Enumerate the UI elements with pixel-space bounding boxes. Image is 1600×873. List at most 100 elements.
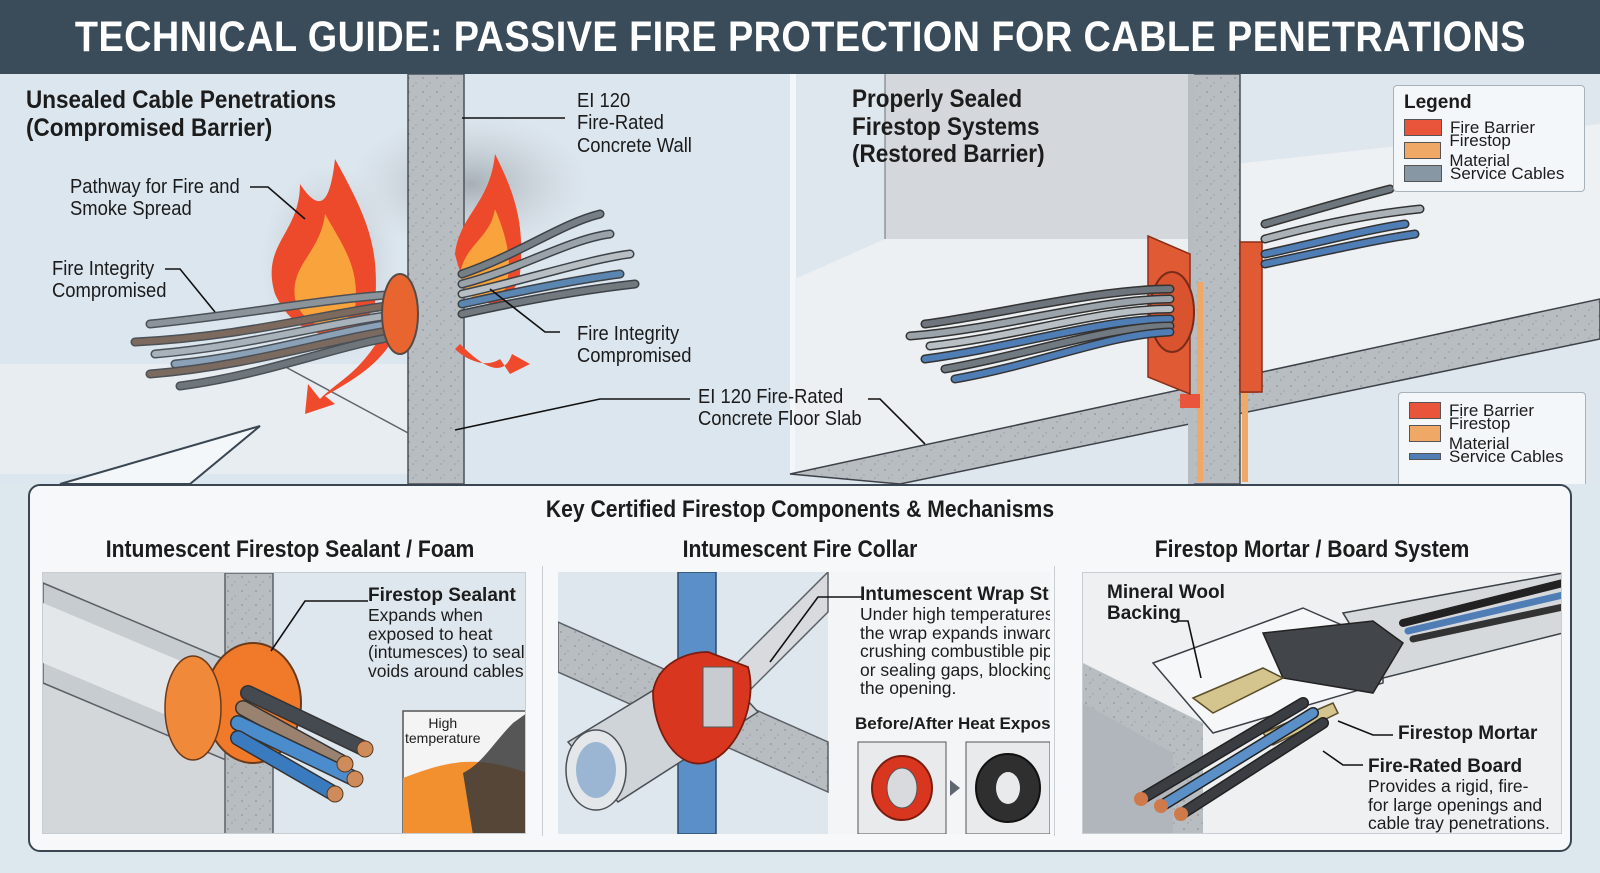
board-body-line: Provides a rigid, fire- — [1368, 776, 1529, 797]
tray-cables — [1399, 579, 1561, 643]
legend-title: Legend — [1404, 92, 1472, 113]
mortar-leaders — [1178, 620, 1393, 766]
inset-label-line2: temperature — [405, 729, 481, 746]
mortar-title: Firestop Mortar / Board System — [1154, 536, 1470, 563]
callout-integrity-right-line1: Fire Integrity — [577, 323, 680, 345]
collar-diagram — [558, 572, 1050, 834]
sealant-cables — [230, 685, 374, 803]
column-divider — [1054, 566, 1055, 836]
mineral-wool — [1191, 667, 1285, 714]
callout-pathway: Pathway for Fire and Smoke Spread — [70, 176, 240, 221]
fire-barrier-swatch — [1404, 119, 1442, 136]
top-scene: Unsealed Cable Penetrations (Compromised… — [0, 74, 1600, 484]
page-title: TECHNICAL GUIDE: PASSIVE FIRE PROTECTION… — [74, 12, 1526, 61]
arrow-right-icon — [950, 780, 960, 796]
callout-pathway-line2: Smoke Spread — [70, 198, 192, 221]
legend-label: Firestop Material — [1448, 413, 1511, 453]
legend-item-service-cables: Service Cables — [1409, 445, 1575, 468]
firestop-mortar — [1261, 620, 1404, 694]
sealant-body-line: voids around cables. — [368, 660, 526, 681]
cables-sealed-bundle — [905, 184, 1425, 384]
fire-rated-board-title: Fire-Rated Board — [1368, 756, 1523, 777]
right-heading-line3: (Restored Barrier) — [852, 140, 1045, 168]
collar-illustration: Intumescent Wrap Strip Under high temper… — [558, 572, 1050, 834]
legend-label: Service Cables — [1449, 446, 1564, 466]
mineral-wool-line1: Mineral Wool — [1107, 582, 1225, 603]
callout-slab-line2: Concrete Floor Slab — [698, 408, 862, 431]
left-heading-line1: Unsealed Cable Penetrations — [26, 86, 337, 114]
mineral-wool-label: Mineral Wool Backing — [1107, 582, 1225, 625]
board-body-line: for large openings and — [1368, 794, 1543, 815]
collar-title: Intumescent Fire Collar — [682, 536, 918, 563]
fire-barrier-swatch — [1409, 402, 1441, 419]
concrete-wall — [407, 74, 465, 484]
right-heading: Properly Sealed Firestop Systems (Restor… — [852, 85, 1045, 169]
board-body-line: cable tray penetrations. — [1368, 813, 1550, 834]
callout-pathway-line1: Pathway for Fire and — [70, 176, 240, 198]
callout-integrity-left-line2: Compromised — [52, 280, 167, 303]
components-title: Key Certified Firestop Components & Mech… — [545, 496, 1055, 523]
legend-label: Service Cables — [1450, 163, 1565, 183]
service-cables-swatch — [1409, 453, 1441, 460]
callout-slab: EI 120 Fire-Rated Concrete Floor Slab — [698, 386, 862, 431]
legend-top: Legend Fire Barrier Firestop Material Se… — [1393, 85, 1585, 192]
sealant-body-line: (intumesces) to seal — [368, 642, 525, 663]
column-divider — [542, 566, 543, 836]
collar-body-line: Under high temperatures, — [860, 604, 1050, 625]
firestop-mortar-label: Firestop Mortar — [1398, 723, 1538, 744]
legend-item-fire-barrier: Fire Barrier — [1404, 116, 1574, 139]
callout-integrity-right-line2: Compromised — [577, 345, 692, 368]
collar-body-line: crushing combustible pipes — [860, 641, 1050, 662]
left-heading-line2: (Compromised Barrier) — [26, 114, 273, 142]
right-heading-line2: Firestop Systems — [852, 112, 1040, 141]
sealant-body-line: exposed to heat — [368, 623, 493, 644]
legend-item-service-cables: Service Cables — [1404, 162, 1574, 185]
mineral-wool-line2: Backing — [1107, 602, 1181, 624]
collar-body-line: or sealing gaps, blocking — [860, 659, 1050, 680]
legend-label: Fire Barrier — [1450, 117, 1536, 137]
cables-left-exit — [457, 209, 640, 319]
fire-rated-board-callout: Fire-Rated Board Provides a rigid, fire-… — [1368, 756, 1550, 833]
leader-lines-left — [165, 117, 690, 431]
legend-item-fire-barrier: Fire Barrier — [1409, 399, 1575, 422]
right-heading-line1: Properly Sealed — [852, 85, 1023, 113]
inset-label: High temperature — [405, 716, 480, 745]
service-cables-swatch — [1404, 165, 1442, 182]
callout-wall-line2: Fire-Rated — [577, 112, 664, 135]
before-after-label: Before/After Heat Exposure — [855, 714, 1050, 733]
cables-left-bundle — [130, 289, 405, 391]
components-panel: Key Certified Firestop Components & Mech… — [28, 484, 1572, 852]
callout-integrity-right: Fire Integrity Compromised — [577, 323, 692, 368]
legend-item-firestop-material: Firestop Material — [1404, 131, 1574, 170]
mortar-cables — [1134, 697, 1329, 821]
sealant-body-line: Expands when — [368, 605, 483, 626]
firestop-material-swatch — [1404, 142, 1442, 159]
callout-wall-line3: Concrete Wall — [577, 134, 692, 157]
legend-bottom: Fire Barrier Firestop Material Service C… — [1398, 392, 1586, 484]
sealant-diagram — [43, 573, 525, 833]
mortar-diagram — [1083, 573, 1561, 833]
legend-label: Firestop Material — [1449, 130, 1511, 170]
mortar-illustration: Mineral Wool Backing Firestop Mortar Fir… — [1082, 572, 1562, 834]
inset-label-line1: High — [428, 715, 458, 731]
left-heading: Unsealed Cable Penetrations (Compromised… — [26, 86, 336, 142]
collar-body-line: the opening. — [860, 678, 957, 699]
sealant-title: Intumescent Firestop Sealant / Foam — [105, 536, 475, 563]
slab-leader-line — [868, 398, 926, 445]
legend-item-firestop-material: Firestop Material — [1409, 414, 1575, 453]
callout-slab-line1: EI 120 Fire-Rated — [698, 386, 844, 408]
collar-body-line: the wrap expands inward, — [860, 622, 1050, 643]
burnt-opening — [381, 273, 419, 355]
callout-integrity-left: Fire Integrity Compromised — [52, 258, 167, 303]
sealant-illustration: Firestop Sealant Expands when exposed to… — [42, 572, 526, 834]
sealant-callout: Firestop Sealant Expands when exposed to… — [368, 585, 526, 681]
scene-illustration — [0, 74, 1600, 484]
legend-label: Fire Barrier — [1449, 400, 1535, 420]
callout-wall: EI 120 Fire-Rated Concrete Wall — [577, 90, 692, 157]
callout-integrity-left-line1: Fire Integrity — [52, 258, 155, 280]
firestop-material-swatch — [1409, 425, 1441, 442]
collar-callout-title: Intumescent Wrap Strip — [860, 584, 1050, 605]
collar-callout: Intumescent Wrap Strip Under high temper… — [860, 584, 1050, 698]
callout-wall-line1: EI 120 — [577, 90, 631, 112]
header-bar: TECHNICAL GUIDE: PASSIVE FIRE PROTECTION… — [0, 0, 1600, 74]
